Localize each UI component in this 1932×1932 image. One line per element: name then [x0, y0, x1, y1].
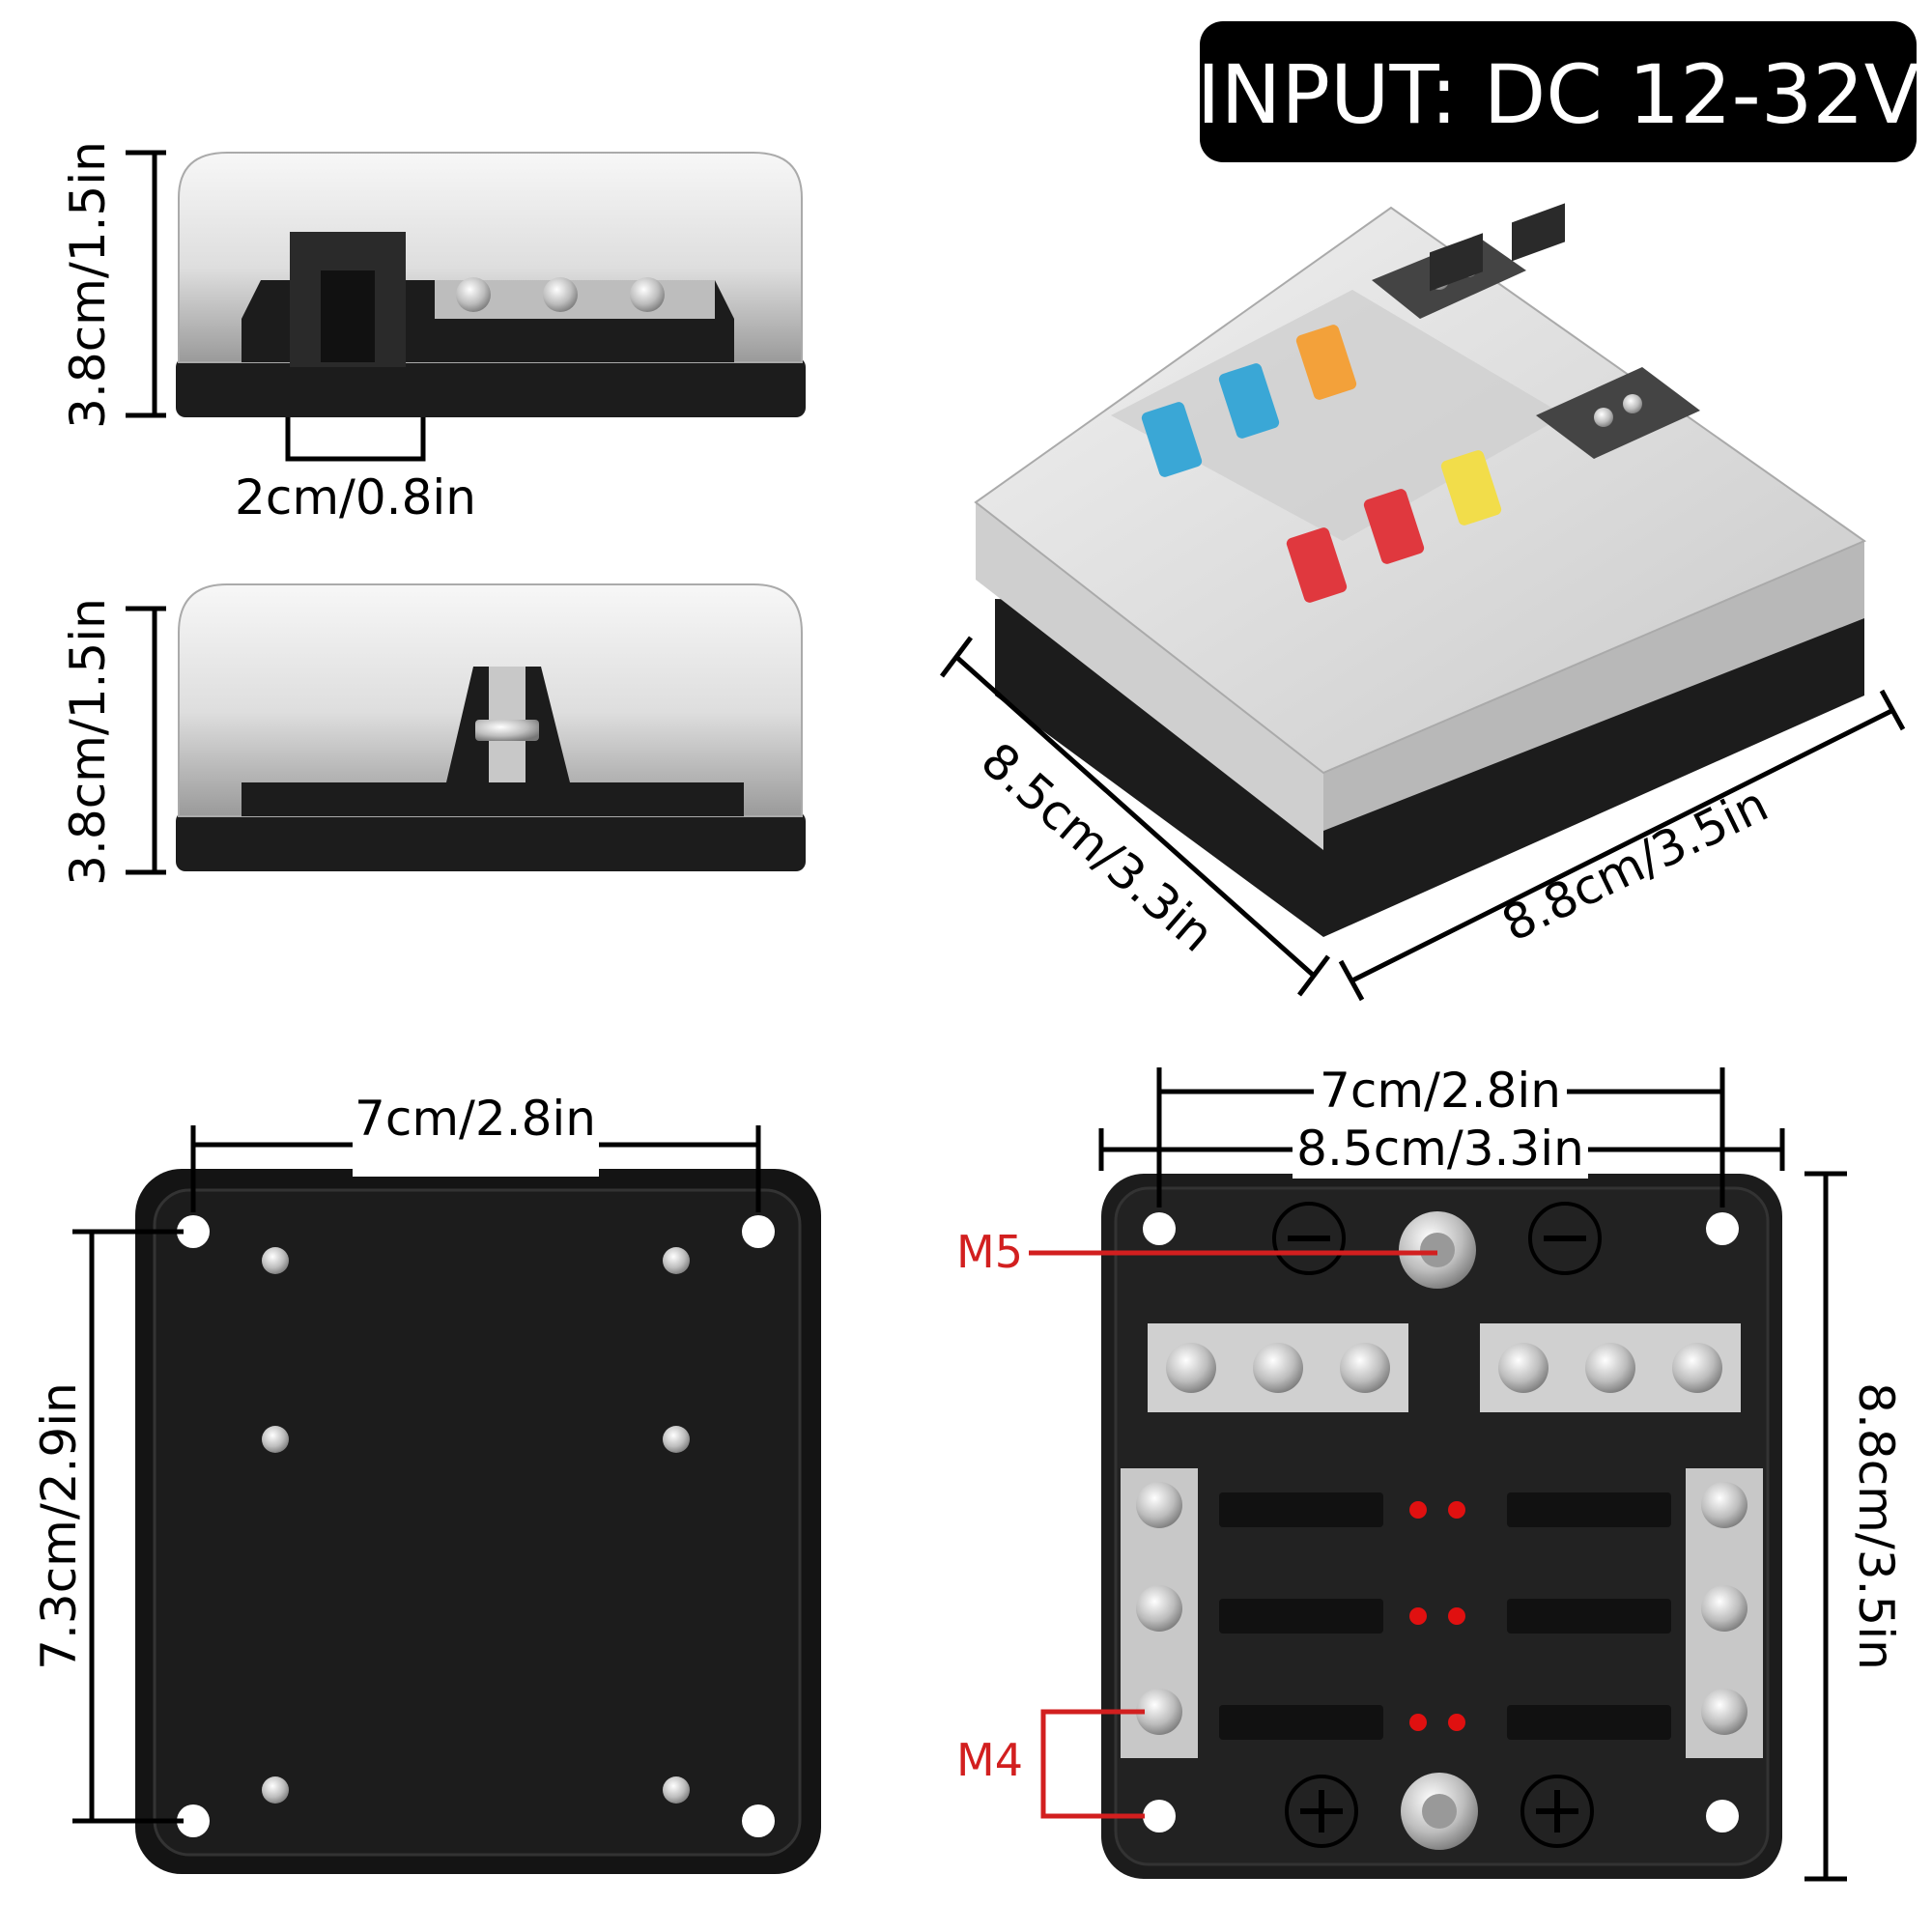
mount-hole-top-right [742, 1215, 775, 1248]
fuse-red-1 [1286, 527, 1348, 603]
led-indicator [1409, 1714, 1427, 1731]
stud-size-callout: M5 [956, 1226, 1437, 1278]
side-end-height-label: 3.8cm/1.5in [60, 598, 116, 886]
top-overall-width-dimension: 8.5cm/3.3in [1098, 1119, 1785, 1179]
fuse-yellow [1440, 450, 1502, 526]
fuse-blue-1 [1141, 402, 1203, 477]
bottom-view [135, 1169, 821, 1874]
input-voltage-badge: INPUT: DC 12-32V [1197, 21, 1919, 162]
bottom-hole-height-dimension: 7.3cm/2.9in [31, 1229, 184, 1824]
side-front-height-label: 3.8cm/1.5in [60, 141, 116, 429]
bottom-hole-width-dimension: 7cm/2.8in [190, 1091, 761, 1212]
mount-hole-top-left [177, 1215, 210, 1248]
isometric-view [974, 203, 1867, 937]
side-view-end [176, 583, 806, 871]
screw-size-callout: M4 [956, 1709, 1145, 1819]
positive-symbol-left [1285, 1775, 1358, 1848]
fuse-orange [1295, 325, 1357, 400]
mount-hole-bottom-left [177, 1804, 210, 1837]
top-overall-height-dimension: 8.8cm/3.5in [1804, 1171, 1904, 1882]
led-indicator [1448, 1501, 1465, 1519]
fuse-blue-2 [1218, 363, 1280, 439]
input-voltage-text: INPUT: DC 12-32V [1197, 47, 1919, 142]
led-indicator [1409, 1501, 1427, 1519]
negative-symbol-right [1528, 1202, 1602, 1275]
top-overall-width-label: 8.5cm/3.3in [1296, 1121, 1584, 1177]
top-hole-width-dimension: 7cm/2.8in [1156, 1058, 1725, 1208]
positive-symbol-right [1520, 1775, 1594, 1848]
negative-symbol-left [1272, 1202, 1346, 1275]
top-hole-width-label: 7cm/2.8in [1320, 1063, 1561, 1119]
led-indicator [1409, 1607, 1427, 1625]
fuse-red-2 [1363, 489, 1425, 564]
top-view [1101, 1174, 1782, 1879]
side-view-slot-width-dimension: 2cm/0.8in [235, 417, 476, 526]
side-view-end-height-dimension: 3.8cm/1.5in [60, 598, 166, 886]
side-view-front-height-dimension: 3.8cm/1.5in [60, 141, 166, 429]
top-overall-height-label: 8.8cm/3.5in [1848, 1382, 1904, 1670]
stud-size-label: M5 [956, 1226, 1023, 1278]
bottom-hole-width-label: 7cm/2.8in [355, 1091, 596, 1147]
bottom-hole-height-label: 7.3cm/2.9in [31, 1382, 87, 1670]
led-indicator [1448, 1714, 1465, 1731]
mount-hole-bottom-right [742, 1804, 775, 1837]
screw-size-label: M4 [956, 1734, 1023, 1786]
side-view-front [176, 152, 806, 417]
side-slot-width-label: 2cm/0.8in [235, 469, 476, 526]
led-indicator [1448, 1607, 1465, 1625]
